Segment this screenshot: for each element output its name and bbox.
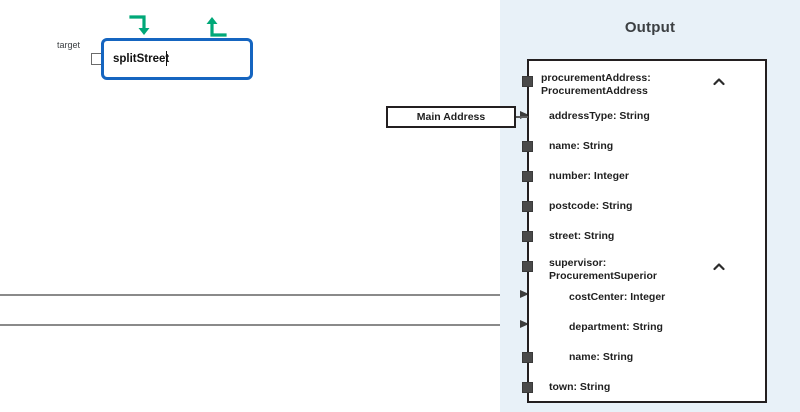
connector-line-main-address[interactable]: [516, 116, 528, 118]
expression-input[interactable]: splitStreet: [101, 38, 253, 80]
output-node-box[interactable]: procurementAddress: ProcurementAddress a…: [522, 59, 767, 403]
port-square[interactable]: [522, 76, 533, 87]
tree-row-label: postcode: String: [549, 200, 633, 212]
tree-row-label: procurementAddress: ProcurementAddress: [541, 72, 651, 97]
hook-arrow-down-icon[interactable]: [127, 12, 153, 40]
tree-row-label: costCenter: Integer: [569, 291, 666, 303]
port-square[interactable]: [522, 171, 533, 182]
panel-title: Output: [624, 19, 676, 36]
arrowhead-department: [520, 320, 529, 328]
port-square[interactable]: [522, 382, 533, 393]
tree-row-label: supervisor: ProcurementSuperior: [549, 257, 657, 282]
chevron-up-icon[interactable]: [713, 261, 725, 273]
target-label: target: [57, 40, 81, 50]
connector-line-department[interactable]: [0, 324, 528, 326]
tree-row-label: street: String: [549, 230, 615, 242]
tree-row-label: addressType: String: [549, 110, 650, 122]
port-square[interactable]: [522, 261, 533, 272]
arrowhead-costcenter: [520, 290, 529, 298]
port-square[interactable]: [522, 201, 533, 212]
tree-row-label: number: Integer: [549, 170, 629, 182]
tree-row-label: department: String: [569, 321, 663, 333]
tree-row-label: name: String: [569, 351, 634, 363]
tree-row-label: name: String: [549, 140, 614, 152]
connector-line-costcenter[interactable]: [0, 294, 528, 296]
main-address-chip[interactable]: Main Address: [386, 106, 516, 128]
hook-arrow-up-icon[interactable]: [203, 12, 229, 40]
chevron-up-icon[interactable]: [713, 76, 725, 88]
port-square[interactable]: [522, 231, 533, 242]
tree-row-label: town: String: [549, 381, 611, 393]
text-cursor: [166, 51, 167, 66]
port-square[interactable]: [522, 141, 533, 152]
output-panel: Output procurementAddress: ProcurementAd…: [500, 0, 800, 412]
expression-input-value: splitStreet: [113, 53, 170, 65]
port-square[interactable]: [522, 352, 533, 363]
